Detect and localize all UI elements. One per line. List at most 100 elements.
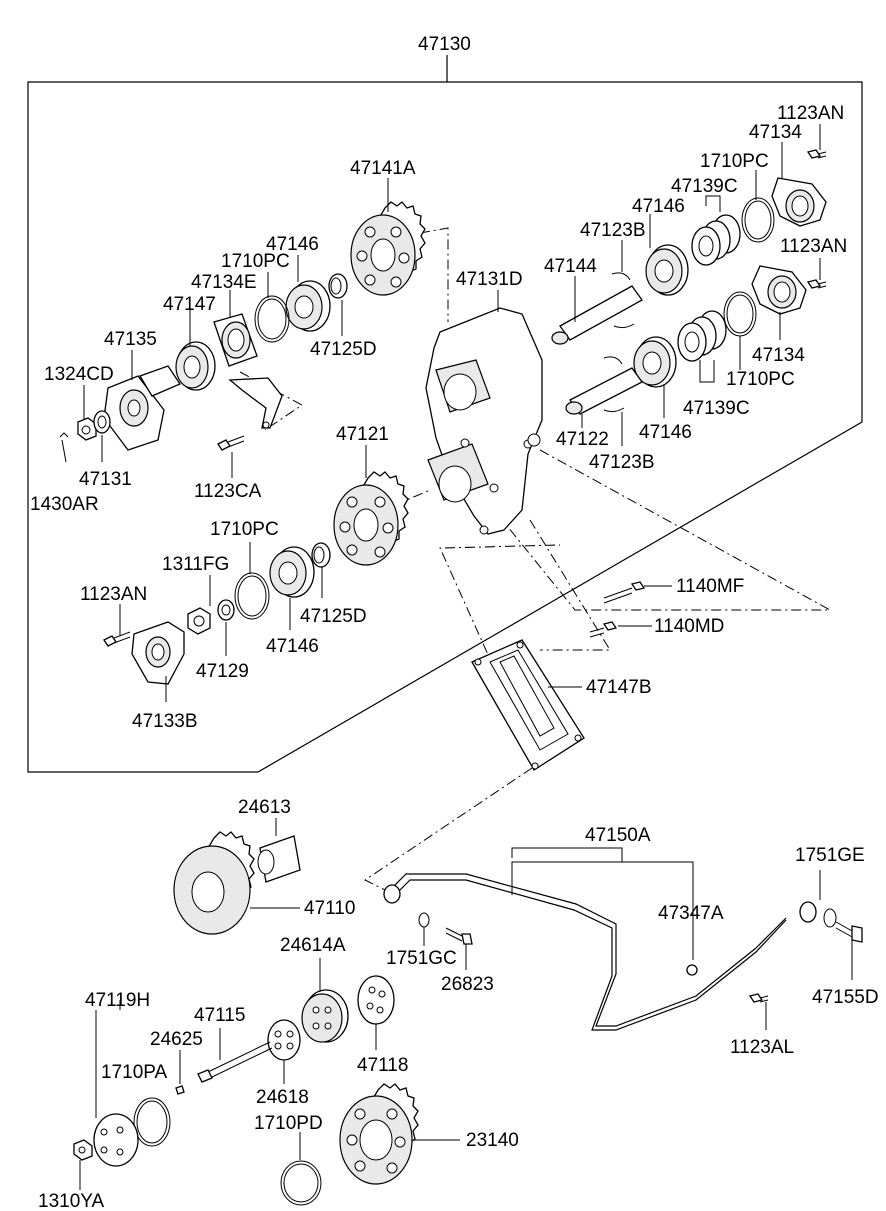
plate-47118	[357, 975, 395, 1025]
label-1710pc-a: 1710PC	[221, 251, 290, 272]
label-47139c-b: 47139C	[683, 398, 750, 419]
bolt-1123an-mid-right	[806, 279, 827, 289]
oring-1751ge	[823, 908, 837, 928]
label-1751ge: 1751GE	[795, 845, 865, 866]
label-47123b-b: 47123B	[589, 452, 655, 473]
label-24614a: 24614A	[280, 935, 346, 956]
label-47134-a: 47134	[749, 122, 802, 143]
label-1710pd: 1710PD	[254, 1113, 323, 1134]
label-1710pc-c: 1710PC	[700, 151, 769, 172]
label-1140md: 1140MD	[654, 616, 724, 637]
shaft-47115	[197, 1041, 273, 1083]
label-47118: 47118	[357, 1055, 408, 1076]
label-1430ar: 1430AR	[30, 494, 99, 515]
assembly-boundary	[27, 55, 863, 773]
cover-47134-lower	[751, 265, 807, 315]
oring-1710pc-upper-right	[741, 197, 775, 243]
oring-1710pc-mid-left	[234, 572, 270, 620]
oring-1710pd	[280, 1160, 322, 1206]
label-47125d-b: 47125D	[300, 606, 367, 627]
oring-1710pc-lower-right	[723, 291, 757, 337]
label-47123b-a: 47123B	[580, 220, 646, 241]
rotor-24618	[267, 1019, 301, 1061]
label-47131d: 47131D	[456, 269, 523, 290]
shaft-47122	[565, 367, 643, 415]
nut-1310ya	[73, 1139, 93, 1161]
bolt-47155d	[835, 921, 863, 943]
label-1710pa: 1710PA	[101, 1062, 168, 1083]
spacer-47125d-mid	[311, 542, 331, 568]
bolt-1140mf	[603, 581, 646, 604]
label-1123al: 1123AL	[730, 1037, 794, 1058]
oring-1710pa	[133, 1097, 171, 1147]
label-26823: 26823	[441, 974, 494, 995]
label-47147b: 47147B	[586, 677, 652, 698]
shaft-47144	[551, 285, 643, 345]
label-47146-b: 47146	[266, 636, 319, 657]
bolt-26823	[445, 927, 473, 945]
gear-23140	[339, 1083, 419, 1185]
label-47134e: 47134E	[191, 272, 257, 293]
label-47146-a: 47146	[266, 234, 319, 255]
label-1710pc-d: 1710PC	[726, 369, 795, 390]
bearing-47146-lower-right	[633, 336, 677, 388]
part-labels: 47130 47141A 47146 1710PC 47134E 47147 4…	[30, 34, 879, 1211]
label-47131: 47131	[79, 469, 132, 490]
label-1751gc: 1751GC	[386, 948, 457, 969]
cover-47133b	[131, 621, 185, 685]
label-47155d: 47155D	[812, 987, 879, 1008]
gear-47110	[173, 831, 255, 935]
label-47125d-a: 47125D	[310, 339, 377, 360]
rotor-24614a	[301, 989, 349, 1043]
bracket-line	[511, 861, 694, 960]
label-24613: 24613	[238, 797, 291, 818]
oil-pipe-47150a	[383, 873, 817, 1031]
label-47115: 47115	[194, 1005, 245, 1026]
label-47147: 47147	[163, 294, 216, 315]
key-24625	[175, 1085, 185, 1095]
cover-47134-upper	[771, 177, 827, 227]
bolt-1123an-upper-right	[806, 149, 827, 159]
bearing-47147	[175, 341, 216, 391]
flange-47135	[103, 365, 181, 451]
label-47121: 47121	[336, 424, 389, 445]
oring-1751gc	[418, 912, 430, 928]
label-23140: 23140	[466, 1130, 519, 1151]
seal-47139c-lower	[677, 310, 727, 362]
seal-47139c-upper	[691, 214, 741, 266]
label-1311fg: 1311FG	[162, 554, 229, 575]
bearing-47146-upper-right	[645, 244, 689, 296]
bracket-plate	[228, 377, 283, 429]
gear-47121	[333, 471, 409, 566]
label-47150a: 47150A	[585, 825, 651, 846]
leader-lines	[79, 124, 853, 1190]
bushing-24613	[257, 835, 301, 883]
label-47141a: 47141A	[350, 158, 416, 179]
clip-47123b-lower	[603, 356, 625, 413]
label-47144: 47144	[544, 256, 597, 277]
label-47119h: 47119H	[85, 990, 150, 1011]
label-47146-d: 47146	[639, 422, 692, 443]
label-47129: 47129	[196, 661, 249, 682]
gear-47141a	[350, 201, 426, 296]
housing-47131d	[425, 307, 543, 535]
spacer-47125d-upper	[328, 273, 348, 299]
label-47134-b: 47134	[752, 345, 805, 366]
cover-47134e	[213, 313, 258, 367]
bearing-47146-upper-left	[285, 280, 331, 332]
washer-47131	[93, 410, 111, 434]
label-1123ca: 1123CA	[194, 481, 262, 502]
bearing-47146-mid-left	[269, 546, 315, 598]
label-47146-c: 47146	[632, 196, 685, 217]
label-47133b: 47133B	[132, 711, 198, 732]
pin-1430ar	[59, 432, 69, 463]
bolt-1123al	[748, 993, 769, 1003]
washer-47129	[217, 599, 235, 621]
label-1123an-a: 1123AN	[80, 584, 147, 605]
label-1710pc-b: 1710PC	[210, 519, 279, 540]
label-24625: 24625	[150, 1029, 203, 1050]
label-47130: 47130	[418, 34, 471, 55]
label-1123an-c: 1123AN	[780, 236, 847, 257]
label-47135: 47135	[104, 329, 157, 350]
